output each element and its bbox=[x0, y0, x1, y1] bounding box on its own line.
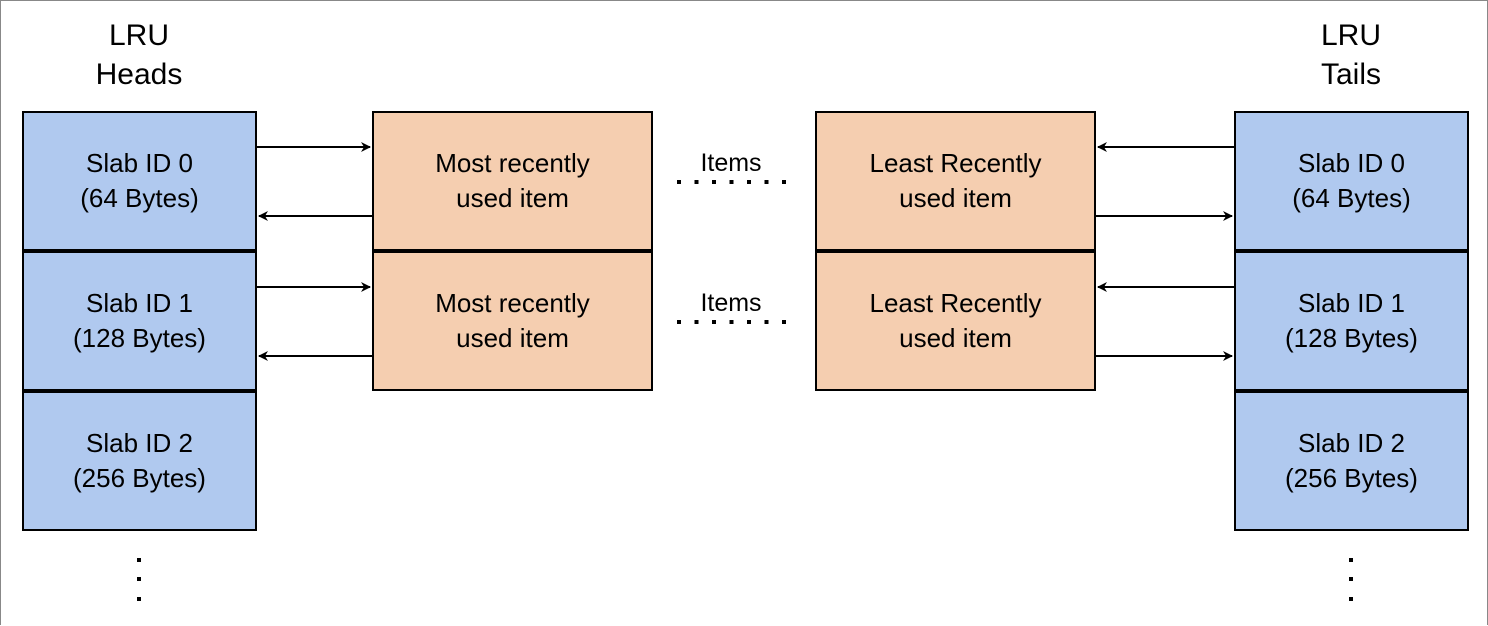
tails-slab-1-id: Slab ID 1 bbox=[1298, 288, 1405, 318]
least-recent-item-1-line2: used item bbox=[899, 323, 1012, 353]
most-recent-item-1-line1: Most recently bbox=[435, 288, 590, 318]
heads-slab-0-size: (64 Bytes) bbox=[80, 183, 199, 213]
tails-slab-2: Slab ID 2 (256 Bytes) bbox=[1234, 391, 1469, 531]
least-recent-item-0-line1: Least Recently bbox=[869, 148, 1042, 178]
tails-slab-2-id: Slab ID 2 bbox=[1298, 428, 1405, 458]
most-recent-item-0-line2: used item bbox=[456, 183, 569, 213]
most-recent-item-1-line2: used item bbox=[456, 323, 569, 353]
tails-slab-0-id: Slab ID 0 bbox=[1298, 148, 1405, 178]
heads-slab-2-size: (256 Bytes) bbox=[73, 463, 206, 493]
heads-slab-1-id: Slab ID 1 bbox=[86, 288, 193, 318]
tails-slab-1: Slab ID 1 (128 Bytes) bbox=[1234, 251, 1469, 391]
lru-heads-title-line1: LRU bbox=[108, 19, 169, 52]
least-recent-item-1-line1: Least Recently bbox=[869, 288, 1042, 318]
most-recent-item-0: Most recently used item bbox=[372, 111, 653, 251]
heads-slab-2: Slab ID 2 (256 Bytes) bbox=[22, 391, 257, 531]
items-label-1: Items bbox=[700, 289, 762, 317]
heads-slab-0-id: Slab ID 0 bbox=[86, 148, 193, 178]
heads-slab-2-id: Slab ID 2 bbox=[86, 428, 193, 458]
lru-heads-title-line2: Heads bbox=[95, 58, 183, 91]
lru-tails-title-line2: Tails bbox=[1320, 58, 1381, 91]
heads-slab-1-size: (128 Bytes) bbox=[73, 323, 206, 353]
items-label-0: Items bbox=[700, 149, 762, 177]
lru-tails-title: LRU Tails bbox=[1234, 16, 1468, 94]
lru-heads-title: LRU Heads bbox=[22, 16, 256, 94]
heads-slab-1: Slab ID 1 (128 Bytes) bbox=[22, 251, 257, 391]
most-recent-item-0-line1: Most recently bbox=[435, 148, 590, 178]
least-recent-item-0-line2: used item bbox=[899, 183, 1012, 213]
tails-more-slabs-ellipsis bbox=[1349, 558, 1353, 601]
tails-slab-1-size: (128 Bytes) bbox=[1285, 323, 1418, 353]
tails-slab-0: Slab ID 0 (64 Bytes) bbox=[1234, 111, 1469, 251]
least-recent-item-1: Least Recently used item bbox=[815, 251, 1096, 391]
heads-slab-0: Slab ID 0 (64 Bytes) bbox=[22, 111, 257, 251]
tails-slab-2-size: (256 Bytes) bbox=[1285, 463, 1418, 493]
most-recent-item-1: Most recently used item bbox=[372, 251, 653, 391]
least-recent-item-0: Least Recently used item bbox=[815, 111, 1096, 251]
lru-tails-title-line1: LRU bbox=[1320, 19, 1381, 52]
heads-more-slabs-ellipsis bbox=[137, 558, 141, 601]
tails-slab-0-size: (64 Bytes) bbox=[1292, 183, 1411, 213]
